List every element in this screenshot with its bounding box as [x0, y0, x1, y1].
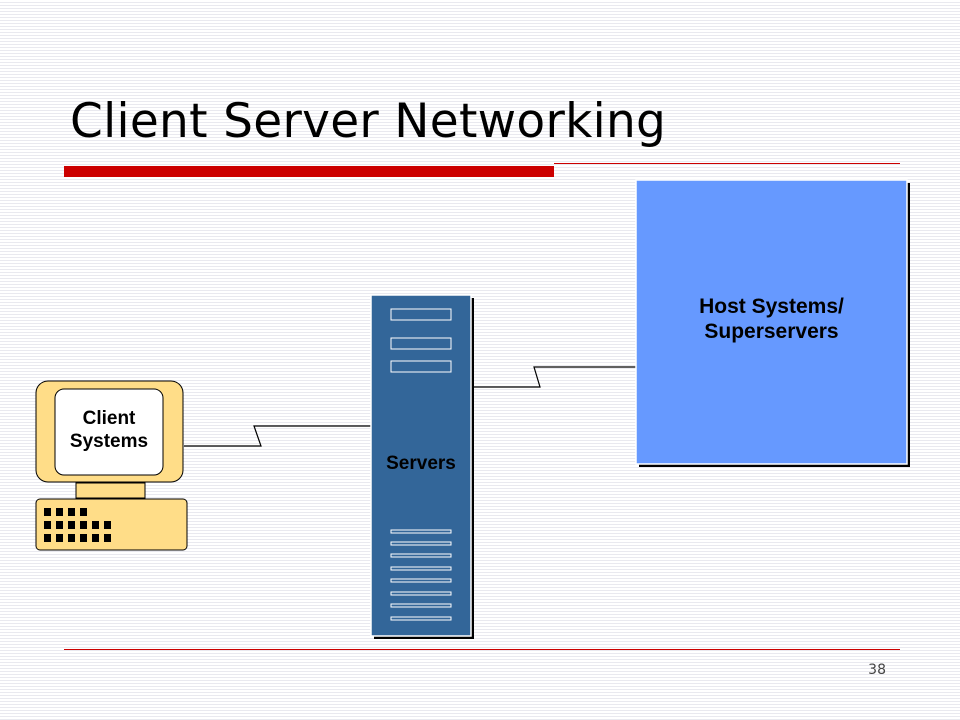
client-label-line1: Client: [82, 408, 136, 429]
server-host-link: [471, 366, 637, 388]
client-screen: [54, 388, 164, 476]
client-computer-icon: [35, 380, 188, 551]
host-system-box: [635, 179, 910, 467]
server-drive-bays: [390, 308, 452, 373]
client-label-line2: Systems: [69, 430, 149, 452]
host-body: [635, 179, 908, 465]
server-tower-icon: [370, 294, 474, 639]
client-server-link: [184, 425, 372, 447]
host-systems-label: Host Systems/ Superservers: [636, 294, 907, 344]
slide-title: Client Server Networking: [70, 94, 667, 149]
servers-label: Servers: [386, 453, 456, 474]
host-label-line2: Superservers: [704, 320, 839, 344]
server-vents: [390, 529, 452, 621]
keyboard-keys: [44, 508, 111, 542]
page-number: 38: [868, 662, 886, 678]
title-accent-bar: [64, 166, 554, 177]
client-systems-label: Client Systems: [55, 408, 163, 454]
client-monitor-stand: [75, 482, 146, 499]
title-rule-line: [554, 163, 900, 164]
footer-rule-line: [64, 649, 900, 650]
host-label-line1: Host Systems/: [699, 295, 844, 318]
